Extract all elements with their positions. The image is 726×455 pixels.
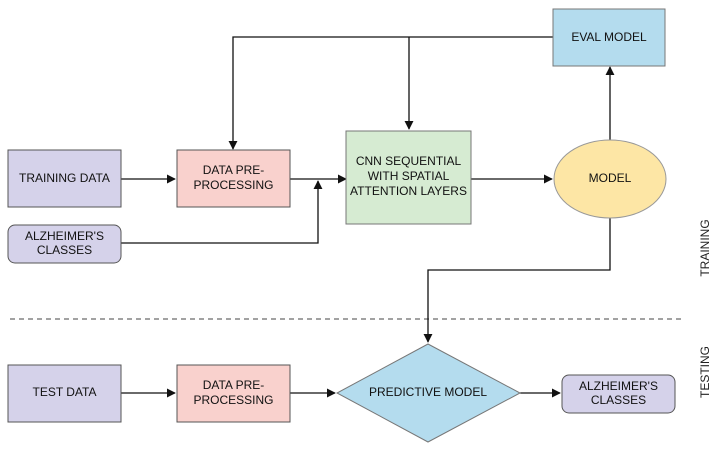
- data-preprocessing-test-node: DATA PRE- PROCESSING: [176, 364, 291, 423]
- training-data-label: TRAINING DATA: [19, 171, 110, 185]
- test-data-label: TEST DATA: [32, 385, 96, 399]
- predictive-model-node: PREDICTIVE MODEL: [335, 343, 522, 443]
- eval-model-label: EVAL MODEL: [571, 30, 647, 44]
- data-preprocessing-train-node: DATA PRE- PROCESSING: [176, 149, 291, 208]
- data-preprocessing-train-label-2: PROCESSING: [193, 178, 273, 192]
- edge-model-to-predictive: [423, 218, 611, 343]
- training-data-node: TRAINING DATA: [7, 149, 122, 208]
- test-data-node: TEST DATA: [7, 364, 122, 423]
- data-preprocessing-train-label-1: DATA PRE-: [203, 163, 265, 177]
- cnn-sequential-node: CNN SEQUENTIAL WITH SPATIAL ATTENTION LA…: [345, 130, 472, 225]
- alzheimers-classes-output-node: ALZHEIMER'S CLASSES: [561, 374, 676, 414]
- training-section-label: TRAINING: [698, 219, 712, 276]
- cnn-sequential-label-3: ATTENTION LAYERS: [350, 184, 467, 198]
- alzheimers-classes-input-label-1: ALZHEIMER'S: [25, 229, 104, 243]
- alzheimers-classes-input-node: ALZHEIMER'S CLASSES: [7, 224, 122, 264]
- data-preprocessing-test-label-1: DATA PRE-: [203, 378, 265, 392]
- edge-classes-to-training-line: [121, 180, 323, 244]
- cnn-sequential-label-1: CNN SEQUENTIAL: [356, 154, 462, 168]
- model-node: MODEL: [553, 139, 667, 219]
- alzheimers-classes-input-label-2: CLASSES: [37, 243, 92, 257]
- model-label: MODEL: [589, 171, 632, 185]
- predictive-model-label: PREDICTIVE MODEL: [369, 385, 487, 399]
- data-preprocessing-test-label-2: PROCESSING: [193, 393, 273, 407]
- eval-model-node: EVAL MODEL: [552, 8, 666, 67]
- cnn-sequential-label-2: WITH SPATIAL: [368, 169, 450, 183]
- alzheimers-classes-output-label-1: ALZHEIMER'S: [579, 379, 658, 393]
- edge-eval-feedback-to-preprocessing: [228, 36, 553, 150]
- alzheimers-classes-output-label-2: CLASSES: [591, 393, 646, 407]
- testing-section-label: TESTING: [698, 346, 712, 398]
